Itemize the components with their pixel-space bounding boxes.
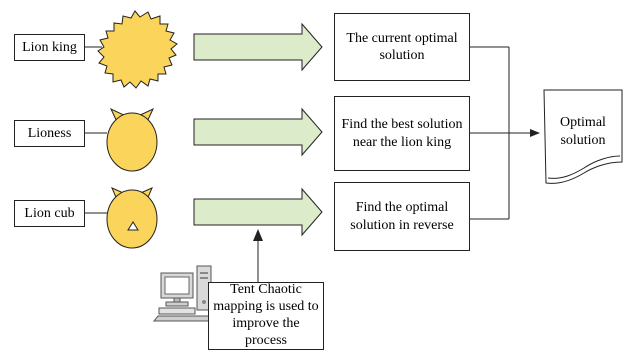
stage-box-near-lion-king: Find the best solution near the lion kin… — [334, 96, 470, 171]
document-shape — [543, 89, 623, 184]
improvement-note: Tent Chaotic mapping is used to improve … — [208, 282, 324, 350]
block-arrow-1 — [193, 22, 323, 72]
computer-icon — [152, 265, 216, 322]
improvement-arrow-head — [253, 229, 263, 241]
sun-burst-icon — [97, 10, 178, 89]
role-label-lioness: Lioness — [14, 120, 85, 147]
stage-box-reverse: Find the optimal solution in reverse — [334, 182, 470, 251]
result-label: Optimal solution — [560, 115, 606, 148]
block-arrow-3 — [193, 187, 323, 237]
horned-circle-triangle-icon — [106, 187, 158, 249]
stage-box-current-optimal: The current optimal solution — [334, 13, 470, 81]
block-arrow-2 — [193, 107, 323, 157]
document-fold — [547, 155, 621, 179]
result-arrow-head — [530, 129, 540, 137]
horned-circle-icon — [106, 107, 158, 172]
role-label-lion-cub: Lion cub — [14, 200, 85, 227]
role-label-lion-king: Lion king — [14, 34, 85, 61]
